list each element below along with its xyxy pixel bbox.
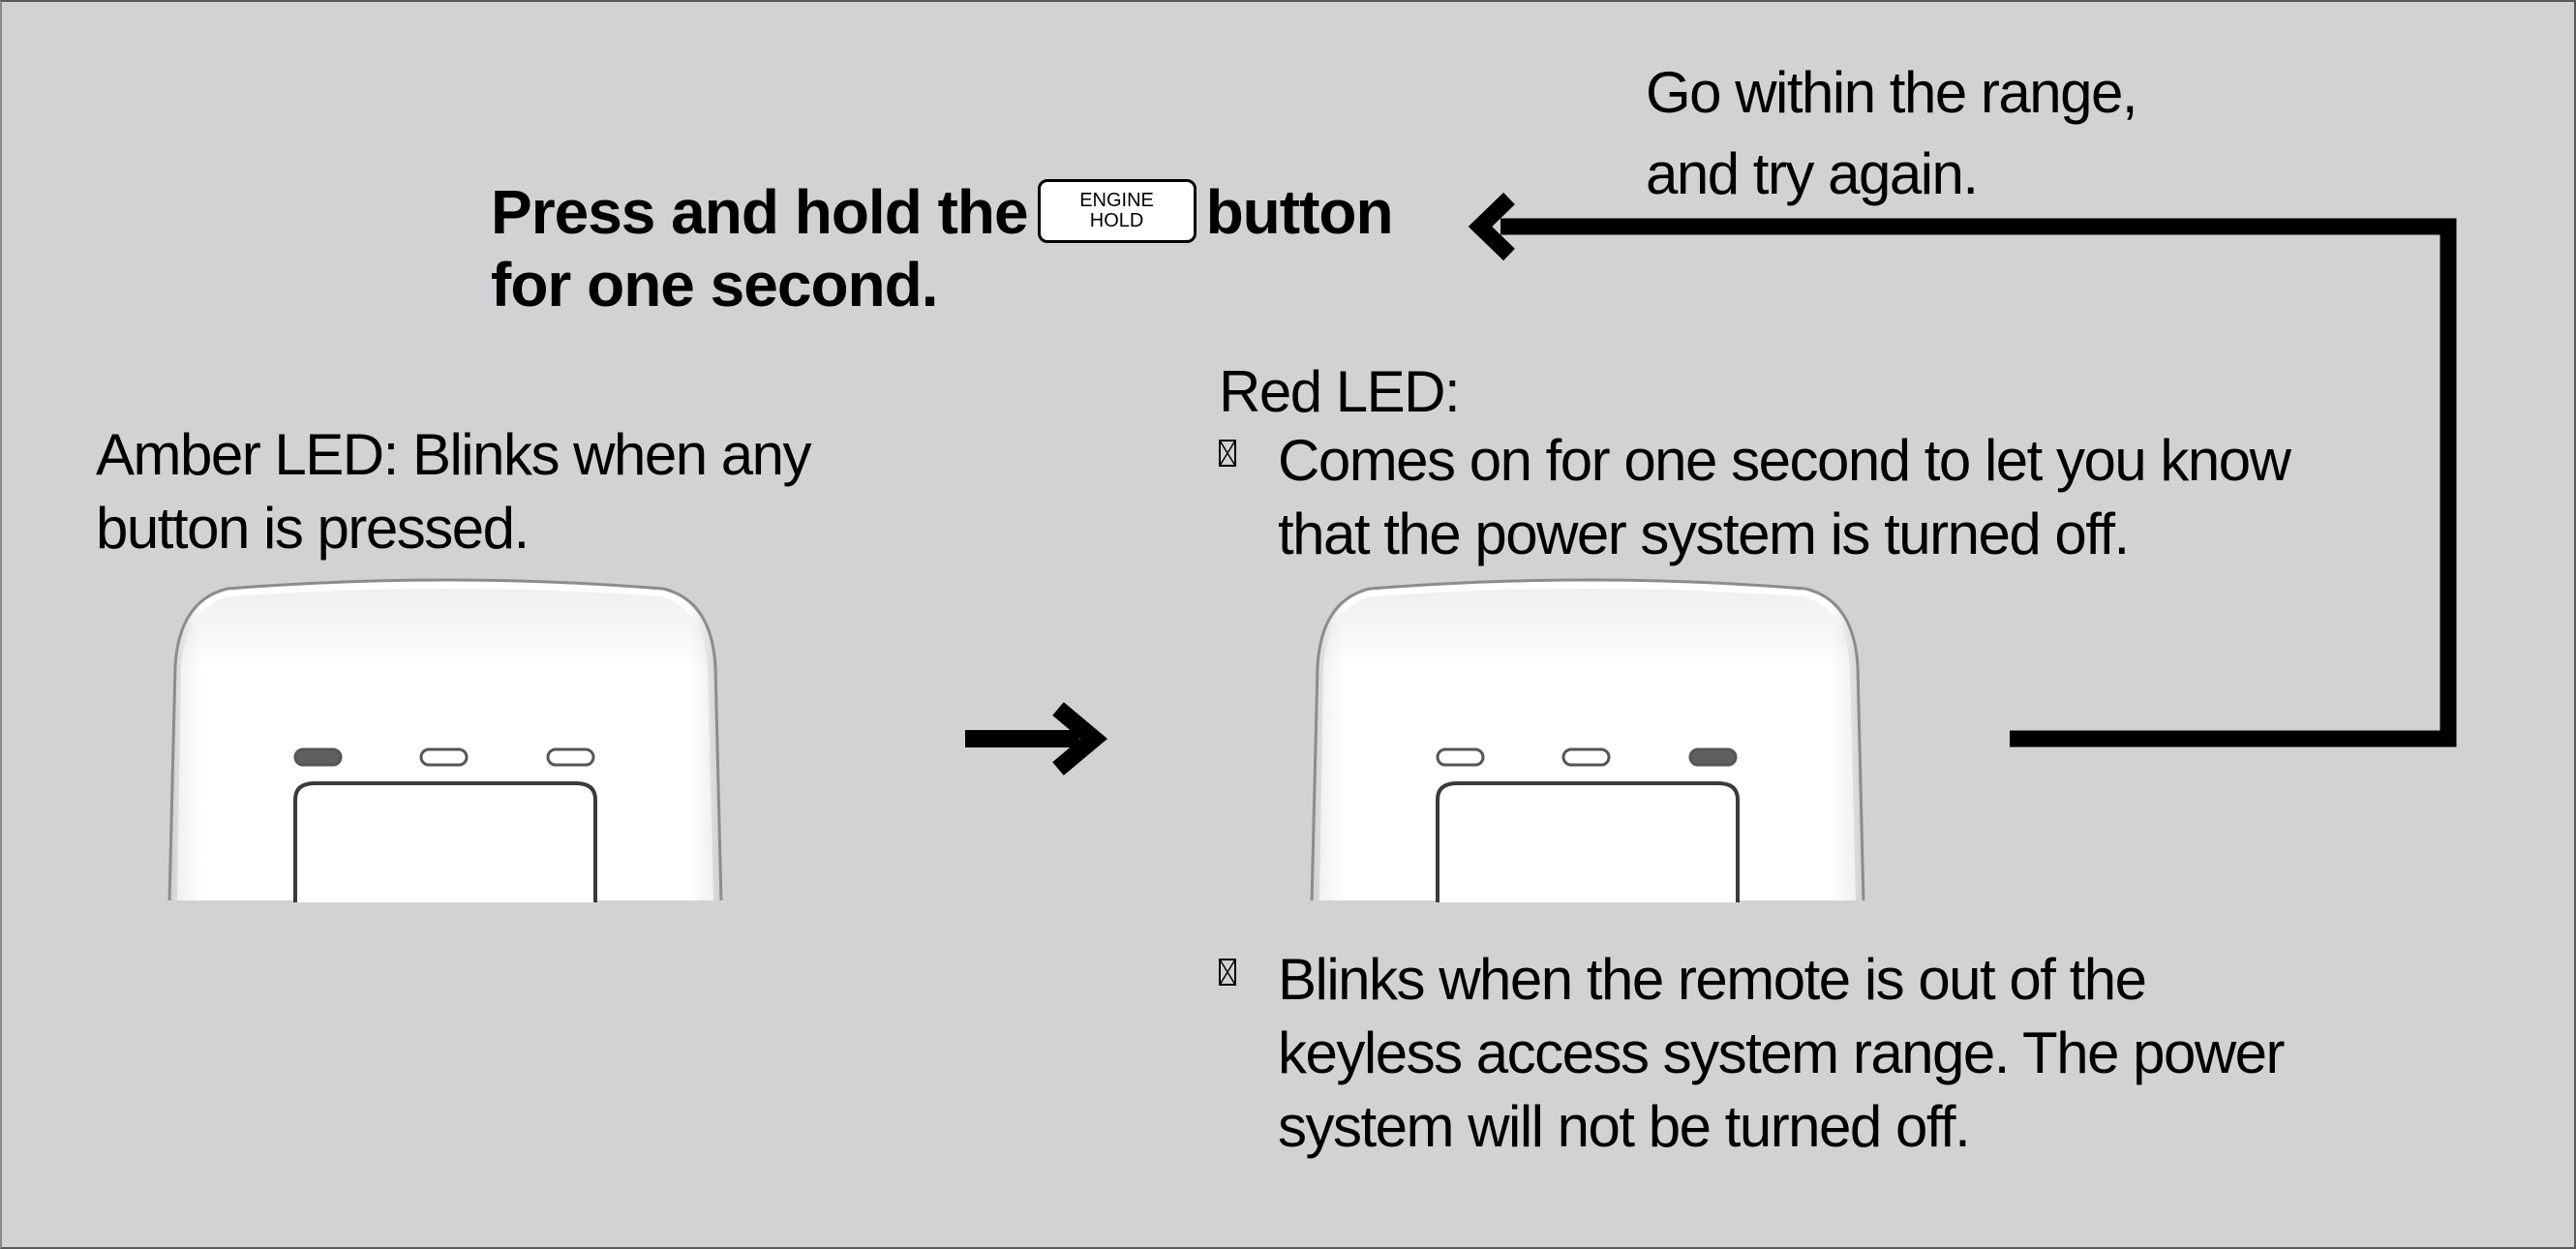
retry-note-line-1: Go within the range, bbox=[1646, 60, 2137, 125]
remote-2 bbox=[1308, 578, 1867, 904]
led-middle bbox=[419, 747, 469, 767]
led-red bbox=[1688, 747, 1738, 767]
amber-led-note: Amber LED: Blinks when any button is pre… bbox=[96, 418, 812, 565]
bullet-2-line-3: system will not be turned off. bbox=[1278, 1094, 1971, 1159]
bullet-1-line-1: Comes on for one second to let you know bbox=[1278, 428, 2291, 493]
led-amber bbox=[1436, 747, 1485, 767]
remote-1 bbox=[166, 578, 725, 904]
amber-led-note-line-2: button is pressed. bbox=[96, 496, 530, 561]
red-led-title: Red LED: bbox=[1219, 359, 1461, 424]
remote-1-body bbox=[166, 578, 725, 904]
return-arrow-icon bbox=[1468, 192, 2457, 747]
led-middle bbox=[1561, 747, 1611, 767]
amber-led-note-line-1: Amber LED: Blinks when any bbox=[96, 422, 812, 487]
bullet-2-line-2: keyless access system range. The power bbox=[1278, 1021, 2286, 1085]
bullet-2-line-1: Blinks when the remote is out of the bbox=[1278, 947, 2147, 1012]
engine-button-label-2: HOLD bbox=[1089, 210, 1144, 232]
led-red bbox=[546, 747, 595, 767]
instruction-line-2: for one second. bbox=[491, 250, 938, 320]
retry-note: Go within the range, and try again. bbox=[1646, 52, 2137, 215]
engine-button-label-1: ENGINE bbox=[1079, 190, 1154, 212]
bullet-box-icon bbox=[1219, 959, 1236, 986]
remote-2-body bbox=[1308, 578, 1867, 904]
retry-note-line-2: and try again. bbox=[1646, 141, 1979, 206]
bullet-1-line-2: that the power system is turned off. bbox=[1278, 502, 2130, 566]
red-led-bullet-1-text: Comes on for one second to let you know … bbox=[1278, 424, 2291, 571]
instruction-text-after: button bbox=[1205, 177, 1394, 247]
right-arrow-icon bbox=[965, 702, 1108, 776]
red-led-bullet-2-text: Blinks when the remote is out of the key… bbox=[1278, 943, 2286, 1164]
instruction-text-before: Press and hold the bbox=[491, 177, 1029, 247]
bullet-box-icon bbox=[1219, 440, 1236, 467]
led-amber bbox=[293, 747, 343, 767]
